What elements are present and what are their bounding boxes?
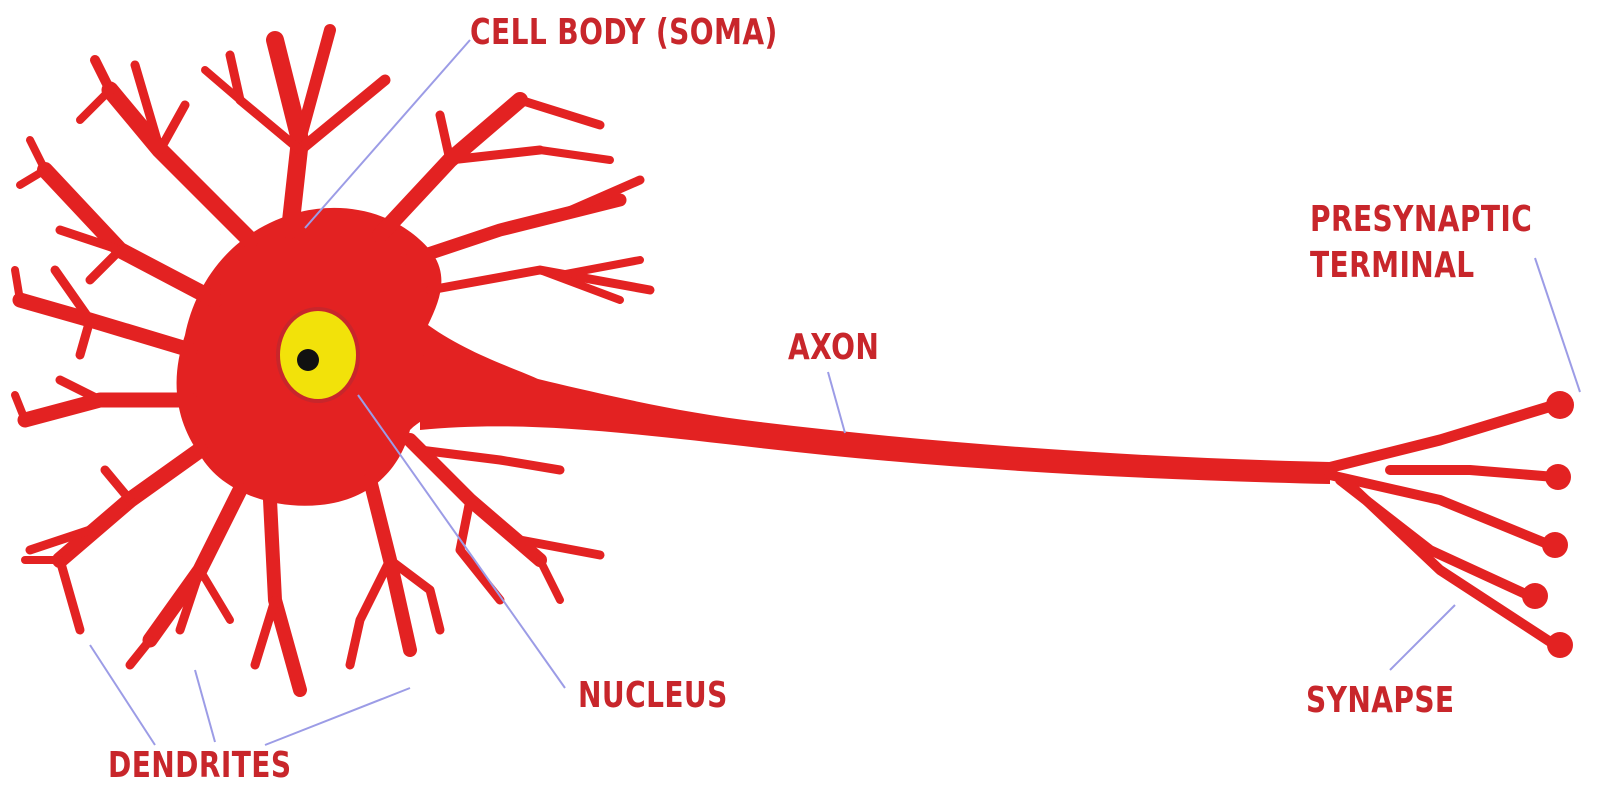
axon-label: AXON [788,330,879,366]
leader-synapse [1390,605,1455,670]
presynaptic-terminal-label: PRESYNAPTIC TERMINAL [1310,197,1532,289]
axon-terminals [1320,405,1555,645]
terminal-boutons [1522,391,1574,658]
leader-dendrites-1 [90,645,155,745]
leader-dendrites-2 [195,670,215,742]
cell-body-label: CELL BODY (SOMA) [470,15,778,51]
leader-dendrites-3 [265,688,410,745]
dendrites-label: DENDRITES [108,748,291,784]
nucleus-label: NUCLEUS [578,678,728,714]
axon [420,355,1330,484]
leader-presynaptic [1535,258,1580,392]
synapse-label: SYNAPSE [1306,683,1455,719]
nucleolus [297,349,319,371]
leader-axon [828,372,845,433]
nucleus [278,309,358,401]
